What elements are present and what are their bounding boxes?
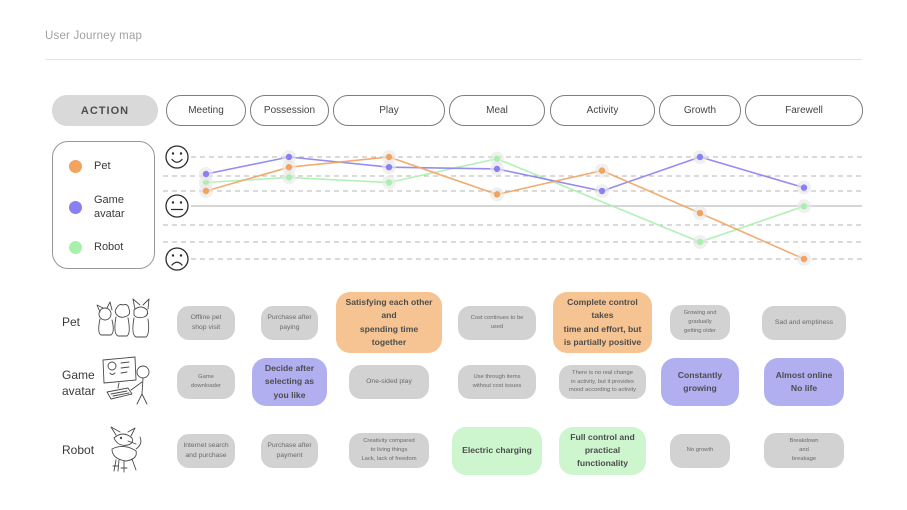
- data-point-pet[interactable]: [202, 187, 210, 195]
- card-row-game-avatar: Game downloader Decide after selecting a…: [0, 356, 907, 408]
- data-point-robot[interactable]: [493, 155, 501, 162]
- data-point-game-avatar[interactable]: [800, 184, 808, 191]
- data-point-robot[interactable]: [385, 179, 393, 186]
- game-avatar-doodle-icon: [102, 356, 150, 405]
- data-point-game-avatar[interactable]: [285, 153, 293, 161]
- pet-color-dot: [69, 160, 82, 174]
- card-game-possession[interactable]: Decide after selecting as you like: [252, 358, 327, 406]
- legend-label-robot: Robot: [94, 241, 124, 253]
- row-label-robot: Robot: [62, 443, 95, 457]
- card-robot-activity[interactable]: Full control and practical functionality: [559, 426, 646, 475]
- card-pet-activity[interactable]: Complete control takes time and effort, …: [553, 291, 652, 354]
- title-divider: [45, 59, 862, 60]
- legend-label-game-avatar: Game avatar: [94, 194, 125, 220]
- data-point-game-avatar[interactable]: [598, 187, 606, 195]
- card-game-activity[interactable]: There is no real change in activity, but…: [559, 364, 646, 400]
- card-pet-meeting[interactable]: Offline pet shop visit: [177, 305, 235, 340]
- stage-pill-farewell[interactable]: Farewell: [745, 95, 863, 126]
- series-line-pet: [205, 156, 805, 260]
- chart-series-layer: [199, 150, 811, 266]
- row-label-pet: Pet: [62, 315, 81, 329]
- card-game-growth[interactable]: Constantly growing: [661, 358, 739, 406]
- data-point-robot[interactable]: [202, 179, 210, 186]
- card-game-play[interactable]: One-sided play: [348, 365, 430, 399]
- card-row-robot: Internet search and purchase Purchase af…: [0, 423, 907, 478]
- data-point-game-avatar[interactable]: [696, 153, 704, 161]
- data-point-pet[interactable]: [800, 255, 808, 263]
- legend-label-pet: Pet: [94, 160, 111, 172]
- card-robot-possession[interactable]: Purchase after payment: [261, 433, 318, 468]
- card-robot-growth[interactable]: No growth: [670, 433, 730, 468]
- sad-face-icon: [165, 247, 189, 271]
- neutral-face-icon: [165, 194, 189, 218]
- card-robot-meal[interactable]: Electric charging: [451, 426, 543, 475]
- data-point-pet[interactable]: [385, 153, 393, 161]
- emotion-chart: [163, 145, 862, 271]
- card-game-meal[interactable]: Use through items without cost issues: [457, 365, 537, 399]
- stage-row: ACTION Meeting Possession Play Meal Acti…: [0, 95, 907, 126]
- card-game-meeting[interactable]: Game downloader: [177, 365, 235, 399]
- data-point-pet[interactable]: [598, 167, 606, 174]
- data-point-robot[interactable]: [696, 238, 704, 246]
- robot-color-dot: [69, 241, 82, 255]
- legend-item-robot: Robot: [69, 241, 123, 255]
- data-point-game-avatar[interactable]: [202, 170, 210, 178]
- card-pet-growth[interactable]: Growing and gradually getting older: [670, 305, 730, 340]
- data-point-game-avatar[interactable]: [385, 164, 393, 171]
- card-robot-meeting[interactable]: Internet search and purchase: [177, 433, 235, 468]
- legend-item-game-avatar: Game avatar: [69, 194, 125, 222]
- legend-item-pet: Pet: [69, 160, 111, 174]
- page-title: User Journey map: [45, 30, 143, 42]
- stage-pill-meeting[interactable]: Meeting: [166, 95, 246, 126]
- data-point-pet[interactable]: [493, 191, 501, 198]
- stage-pill-growth[interactable]: Growth: [659, 95, 741, 126]
- stage-pill-activity[interactable]: Activity: [550, 95, 655, 126]
- series-line-robot: [205, 157, 805, 243]
- card-row-pet: Offline pet shop visit Purchase after pa…: [0, 291, 907, 354]
- data-point-pet[interactable]: [696, 209, 704, 217]
- data-point-pet[interactable]: [285, 164, 293, 171]
- data-point-robot[interactable]: [285, 174, 293, 181]
- stage-pill-possession[interactable]: Possession: [250, 95, 329, 126]
- happy-face-icon: [165, 145, 189, 169]
- card-robot-farewell[interactable]: Breakdown and breakage: [764, 433, 844, 468]
- card-pet-play[interactable]: Satisfying each other and spending time …: [336, 291, 442, 354]
- card-robot-play[interactable]: Creativity compared to living things Lac…: [348, 433, 430, 468]
- action-pill[interactable]: ACTION: [52, 95, 158, 126]
- stage-pill-play[interactable]: Play: [333, 95, 445, 126]
- card-pet-meal[interactable]: Cost continues to be used: [457, 305, 537, 340]
- card-pet-farewell[interactable]: Sad and emptiness: [761, 305, 847, 340]
- chart-gridlines: [163, 156, 862, 260]
- stage-pill-meal[interactable]: Meal: [449, 95, 545, 126]
- robot-dog-doodle-icon: [110, 426, 142, 473]
- game-avatar-color-dot: [69, 201, 82, 215]
- pets-doodle-icon: [96, 298, 150, 338]
- chart-legend[interactable]: Pet Game avatar Robot: [52, 141, 155, 269]
- data-point-robot[interactable]: [800, 203, 808, 210]
- card-pet-possession[interactable]: Purchase after paying: [261, 305, 318, 340]
- row-label-game-avatar: Game avatar: [62, 368, 96, 398]
- card-game-farewell[interactable]: Almost online No life: [764, 358, 844, 406]
- data-point-game-avatar[interactable]: [493, 165, 501, 173]
